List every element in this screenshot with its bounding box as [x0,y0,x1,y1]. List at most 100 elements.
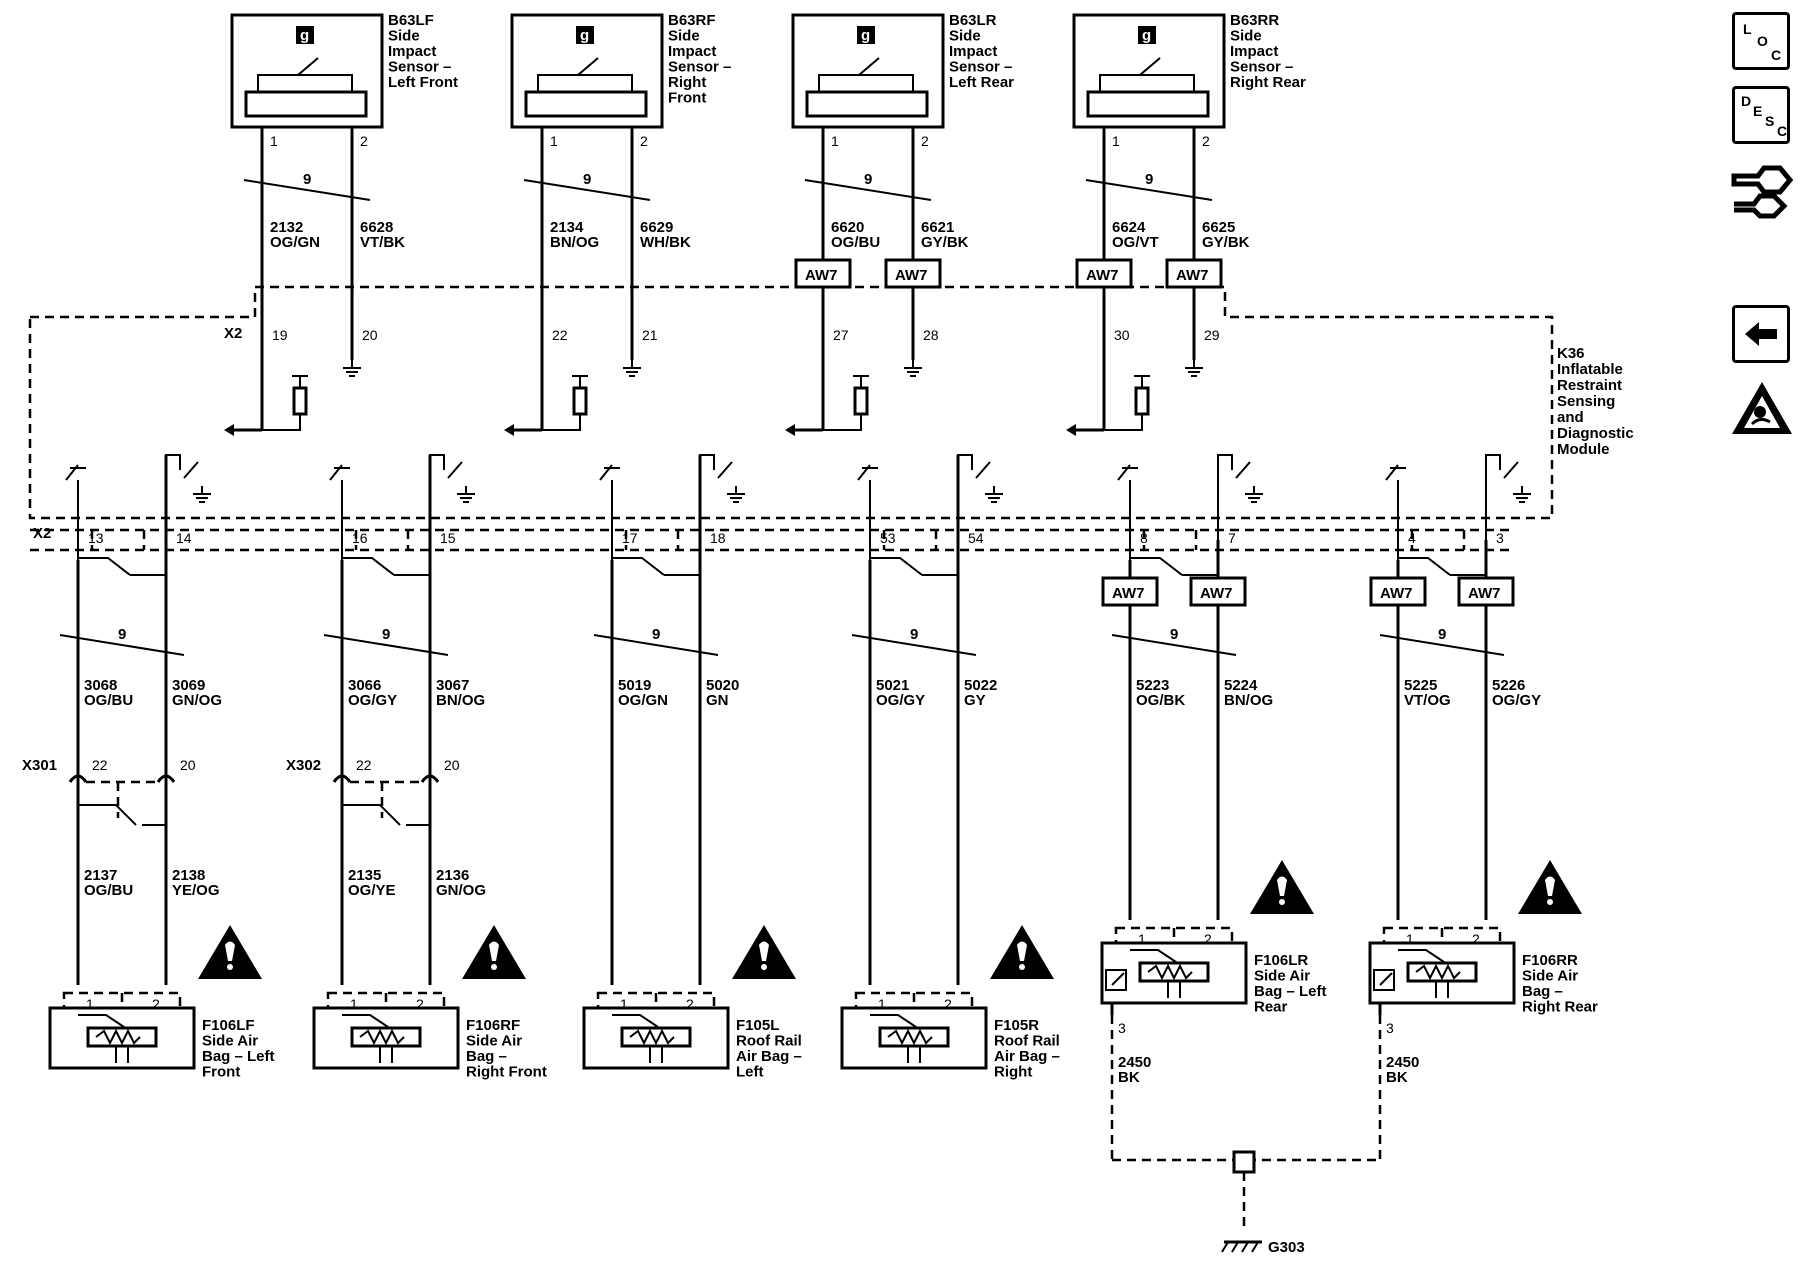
connector-tool-icon[interactable] [1730,160,1794,220]
circuit-number: 6625 [1202,219,1235,236]
twisted-pair-mark [243,179,371,201]
wire-color: VT/BK [360,234,405,251]
loc-letter: O [1757,33,1768,49]
wire-color: OG/BU [84,882,133,899]
sensor-name: Sensor – [949,59,1012,76]
module-name: Restraint [1557,377,1622,394]
case-ground-symbol [1373,969,1395,991]
circuit-number: 3067 [436,677,469,694]
sensor-name: Sensor – [388,59,451,76]
warning-mark [1545,876,1555,896]
desc-button[interactable]: D E S C [1732,86,1790,144]
airbag-device-name: Roof Rail [736,1033,802,1050]
circuit-number: 2450 [1386,1054,1419,1071]
sensor-name: Impact [388,43,436,60]
device-pin: 2 [152,996,160,1012]
aw7-splice-label: AW7 [805,267,838,284]
inline-connector-pin-number: 22 [92,757,108,773]
wire-color: OG/GN [618,692,668,709]
circuit-number: 2137 [84,867,117,884]
airbag-device-name: Right Front [466,1064,547,1081]
airbag-warning-icon [990,925,1054,979]
warning-dot [761,964,767,970]
sensor-name: Sensor – [668,59,731,76]
sensor-name: B63RF [668,12,716,29]
airbag-device-name: Roof Rail [994,1033,1060,1050]
sensor-name: Right [668,74,706,91]
warning-mark [759,941,769,961]
warning-mark [489,941,499,961]
driver-switch [447,461,463,479]
sensor-switch-line [257,74,353,92]
sensor-pin: 2 [921,133,929,149]
circuit-number: 2135 [348,867,381,884]
shorting-bar [612,557,700,576]
airbag-device-name: Side Air [1522,968,1578,985]
x2-pin: 19 [272,327,288,343]
arrow-head [224,424,234,436]
driver-switch [1217,454,1233,550]
circuit-number: 6628 [360,219,393,236]
resistor [572,386,588,416]
back-button[interactable] [1732,305,1790,363]
sensor-g-label: g [1142,27,1151,44]
x2-pin: 27 [833,327,849,343]
wire-color: BN/OG [436,692,485,709]
airbag-device-name: Side Air [202,1033,258,1050]
sensor-element [524,90,648,118]
aw7-splice-box [884,258,942,289]
sensor-switch-line [1099,74,1195,92]
circuit-number: 5021 [876,677,909,694]
x2-pin: 13 [88,530,104,546]
x2-pin: 7 [1228,530,1236,546]
circuit-number: 3068 [84,677,117,694]
twisted-pair-mark [851,634,977,656]
circuit-number: 2132 [270,219,303,236]
resistor-lead [262,414,301,431]
wire-color: OG/BK [1136,692,1185,709]
device-pin: 3 [1386,1020,1394,1036]
x2-pin: 28 [923,327,939,343]
loc-button[interactable]: L O C [1732,12,1790,70]
case-ground-symbol [1111,972,1125,986]
wire-color: OG/YE [348,882,396,899]
airbag-warning-icon [198,925,262,979]
sensor-name: Side [388,28,420,45]
airbag-device-name: F106RR [1522,952,1578,969]
sensor-g-label: g [580,27,589,44]
device-pin: 3 [1118,1020,1126,1036]
circuit-number: 2134 [550,219,584,236]
airbag-device-name: Left [736,1064,764,1081]
sensor-name: Sensor – [1230,59,1293,76]
case-ground-symbol [1105,969,1127,991]
sensor-name: Right Rear [1230,74,1306,91]
x2-pin: 30 [1114,327,1130,343]
ground-symbol [1221,1241,1229,1253]
desc-letter: E [1753,103,1763,119]
airbag-warning-icon [732,925,796,979]
squib-resistor [887,1028,933,1046]
device-pin: 2 [1472,931,1480,947]
sensor-pin: 1 [1112,133,1120,149]
sensor-name: B63LF [388,12,434,29]
wire-color: OG/BU [84,692,133,709]
inline-connector-name: X302 [286,757,321,774]
device-pin: 2 [686,996,694,1012]
airbag-device-name: Rear [1254,999,1288,1016]
wire-color: OG/GY [348,692,397,709]
inline-connector-pin-number: 20 [444,757,460,773]
circuit-number: 2138 [172,867,205,884]
twisted-pair-mark [593,634,719,656]
aw7-splice-box [794,258,852,289]
sensor-name: B63LR [949,12,997,29]
device-pin: 1 [878,996,886,1012]
shorting-bar [870,557,958,576]
twist-count: 9 [303,171,311,188]
x2-pin: 17 [622,530,638,546]
twist-count: 9 [652,626,660,643]
ground-symbol [1241,1241,1249,1253]
sensor-name: Front [668,90,706,107]
airbag-device-name: F105L [736,1017,779,1034]
wire-color: GN/OG [172,692,222,709]
